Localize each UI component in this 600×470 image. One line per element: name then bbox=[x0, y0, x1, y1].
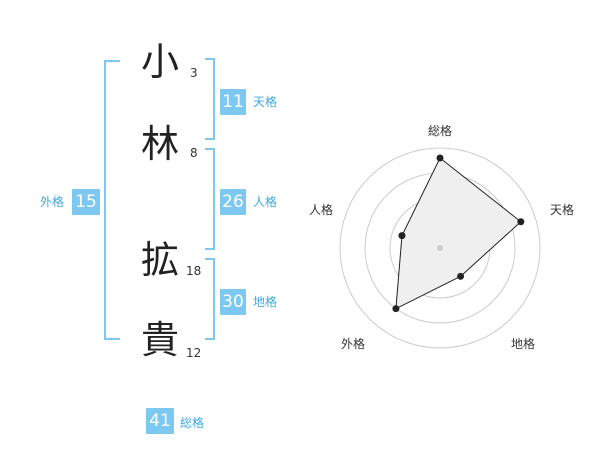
gaikaku-label: 外格 bbox=[40, 195, 65, 209]
radar-label-jinkaku: 人格 bbox=[309, 203, 334, 217]
radar-point-3 bbox=[457, 272, 465, 280]
stroke-count-2: 8 bbox=[190, 146, 198, 160]
chikaku-badge: 30 bbox=[220, 289, 246, 315]
chikaku-label: 地格 bbox=[253, 295, 278, 309]
tenkaku-badge: 11 bbox=[220, 89, 246, 115]
jinkaku-label: 人格 bbox=[253, 195, 278, 209]
tenkaku-label: 天格 bbox=[253, 95, 278, 109]
jinkaku-badge: 26 bbox=[220, 189, 246, 215]
soukaku-label: 総格 bbox=[180, 416, 205, 430]
radar-point-4 bbox=[392, 305, 400, 313]
radar-polygon bbox=[395, 157, 522, 310]
radar-point-5 bbox=[398, 232, 406, 240]
radar-ring-1 bbox=[339, 147, 541, 349]
stroke-count-3: 18 bbox=[186, 264, 202, 278]
name-char-1: 小 bbox=[140, 40, 179, 84]
name-char-2: 林 bbox=[140, 122, 179, 166]
radar-center-dot bbox=[437, 245, 443, 251]
soukaku-badge: 41 bbox=[146, 408, 174, 434]
stroke-count-1: 3 bbox=[190, 66, 198, 80]
stroke-count-4: 12 bbox=[186, 346, 202, 360]
name-char-3: 拡 bbox=[140, 238, 179, 282]
radar-points bbox=[392, 154, 525, 313]
radar-point-2 bbox=[517, 218, 525, 226]
radar-label-tenkaku: 天格 bbox=[550, 203, 575, 217]
radar-label-gaikaku: 外格 bbox=[341, 337, 366, 351]
gaikaku-badge: 15 bbox=[72, 189, 100, 215]
radar-chart bbox=[339, 147, 541, 349]
radar-label-soukaku: 総格 bbox=[428, 124, 453, 138]
radar-label-chikaku: 地格 bbox=[511, 337, 536, 351]
radar-point-1 bbox=[436, 154, 444, 162]
name-char-4: 貴 bbox=[140, 318, 179, 362]
